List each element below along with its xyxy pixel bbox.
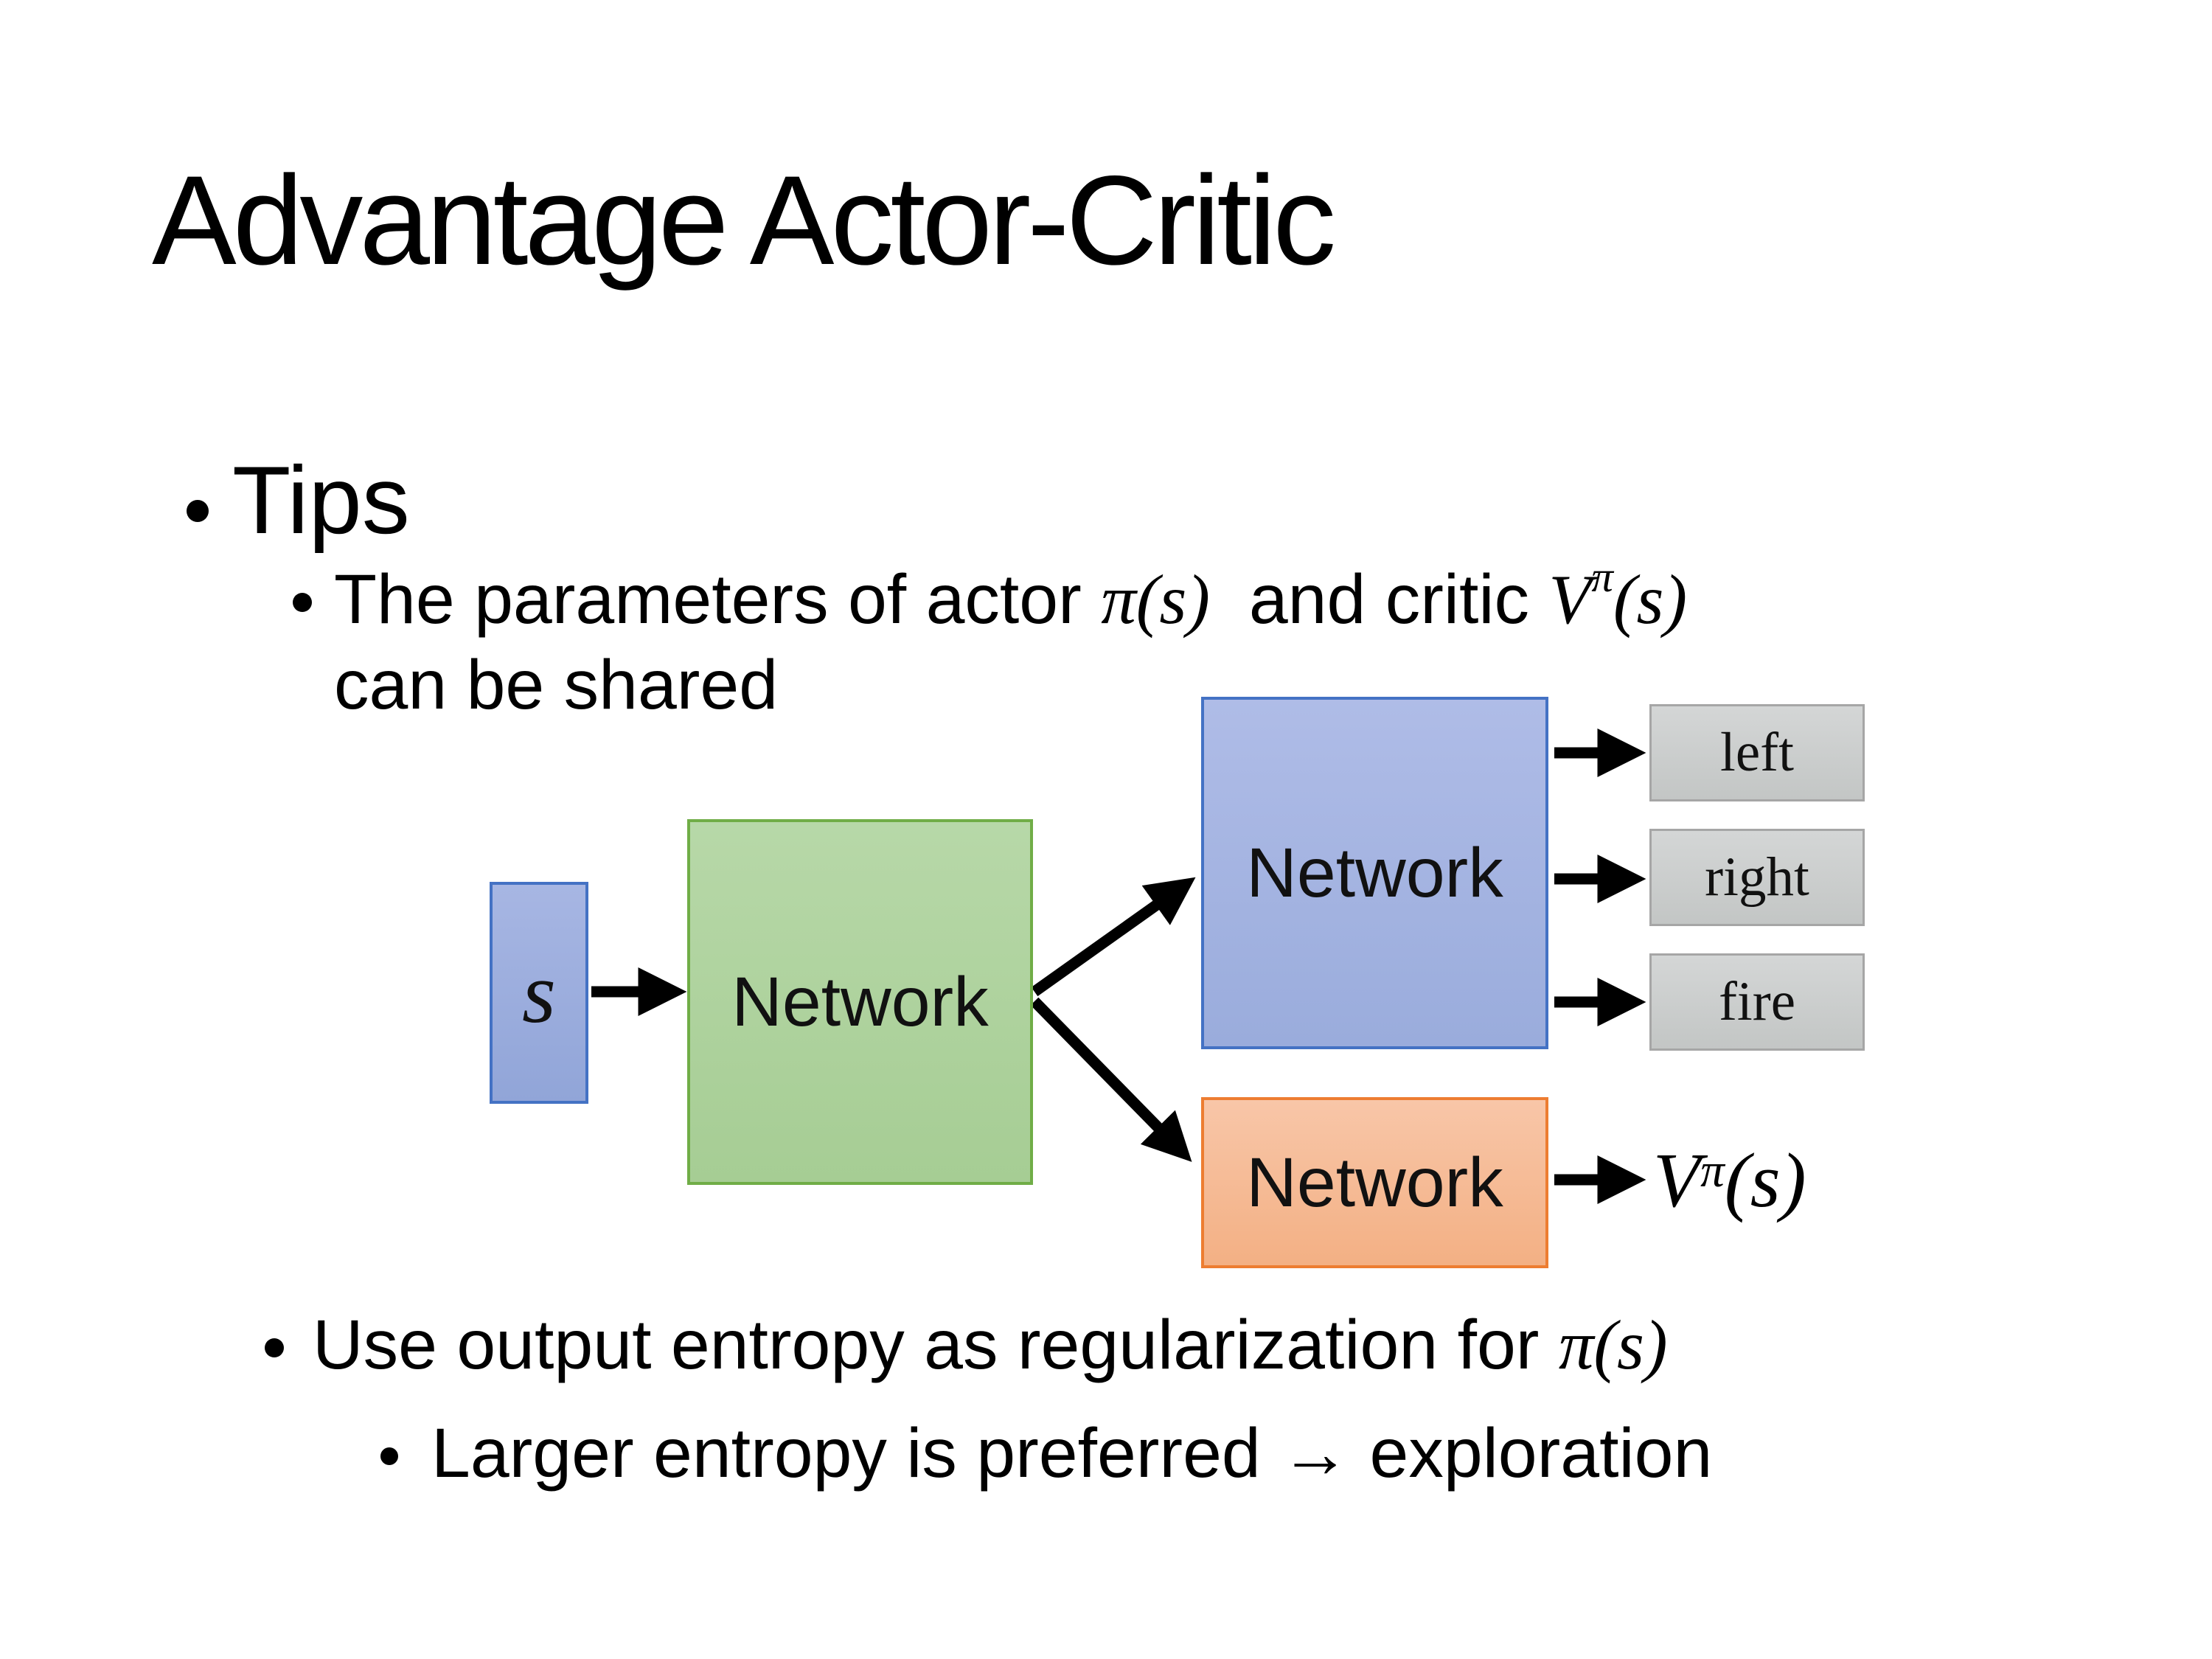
critic-network-label: Network [1246, 1143, 1503, 1222]
actor-pi-math: π(s) [1101, 560, 1211, 639]
entropy-line: Use output entropy as regularization for… [313, 1303, 1668, 1387]
shared-params-text: The parameters of actor [334, 560, 1102, 639]
critic-value-args: (s) [1613, 560, 1688, 639]
page-title: Advantage Actor-Critic [152, 150, 1336, 291]
shared-params-text-middle: and critic [1210, 560, 1549, 639]
action-box-fire: fire [1649, 953, 1865, 1051]
bullet-dot [265, 1338, 284, 1357]
entropy-text: Use output entropy as regularization for [313, 1306, 1559, 1384]
state-box: s [490, 882, 588, 1104]
critic-value-math: Vπ(s) [1548, 555, 1688, 639]
critic-network-box: Network [1201, 1097, 1548, 1268]
shared-params-line1: The parameters of actor π(s) and critic … [334, 555, 1688, 641]
exploration-text: Larger entropy is preferred → exploratio… [431, 1414, 1713, 1492]
action-box-right: right [1649, 829, 1865, 926]
exploration-line: Larger entropy is preferred → exploratio… [431, 1411, 1712, 1495]
critic-value-base: V [1548, 560, 1592, 639]
shared-params-text2: can be shared [334, 646, 779, 724]
actor-network-label: Network [1246, 833, 1503, 912]
value-base: V [1653, 1136, 1701, 1223]
critic-value-sup: π [1591, 552, 1613, 601]
state-label: s [522, 944, 556, 1041]
bullet-dot [187, 500, 209, 522]
tips-label: Tips [232, 446, 410, 554]
shared-network-label: Network [731, 962, 989, 1041]
tips-line: Tips [232, 442, 410, 557]
action-fire-label: fire [1718, 971, 1796, 1032]
action-box-left: left [1649, 704, 1865, 801]
action-left-label: left [1720, 722, 1794, 783]
action-right-label: right [1705, 846, 1809, 908]
arrow-shared-to-critic [1030, 997, 1192, 1162]
actor-network-box: Network [1201, 697, 1548, 1049]
value-args: (s) [1724, 1136, 1806, 1223]
bullet-dot [293, 593, 312, 612]
bullet-dot [380, 1447, 398, 1465]
entropy-pi-math: π(s) [1558, 1306, 1668, 1384]
shared-network-box: Network [687, 819, 1033, 1185]
arrow-shared-to-actor [1031, 877, 1196, 997]
shared-params-line2: can be shared [334, 643, 778, 727]
